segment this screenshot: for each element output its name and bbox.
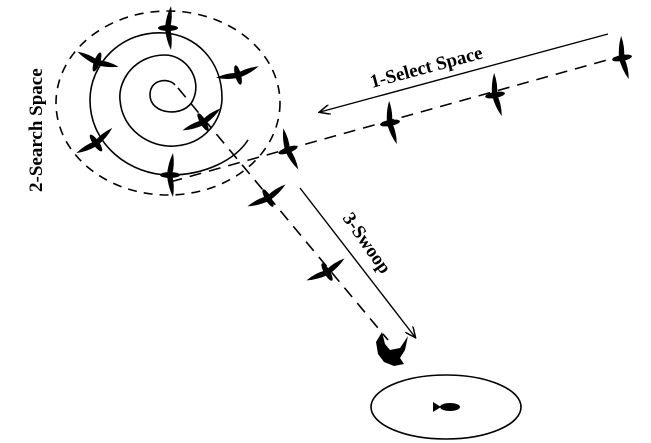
eagle-flying-icon [376,99,404,147]
eagle-swooping-icon [376,332,408,366]
fish-icon [433,402,460,412]
select-space-arrow [320,33,609,112]
eagle-flying-icon [158,6,178,50]
search-space-label: 2-Search Space [26,68,47,192]
select-space-label: 1-Select Space [368,43,485,93]
eagle-flying-icon [160,153,180,197]
eagle-flying-icon [302,252,352,292]
search-spiral [89,32,249,176]
search-space-boundary [55,10,281,196]
target-area [370,374,522,440]
swoop-flight-path [177,87,389,341]
eagle-flying-icon [271,125,305,175]
swoop-arrow [299,187,415,337]
eagle-flying-icon [243,178,293,218]
eagle-flying-icon [481,71,509,119]
swoop-label: 3-Swoop [338,209,395,278]
eagle-flying-icon [608,34,636,82]
